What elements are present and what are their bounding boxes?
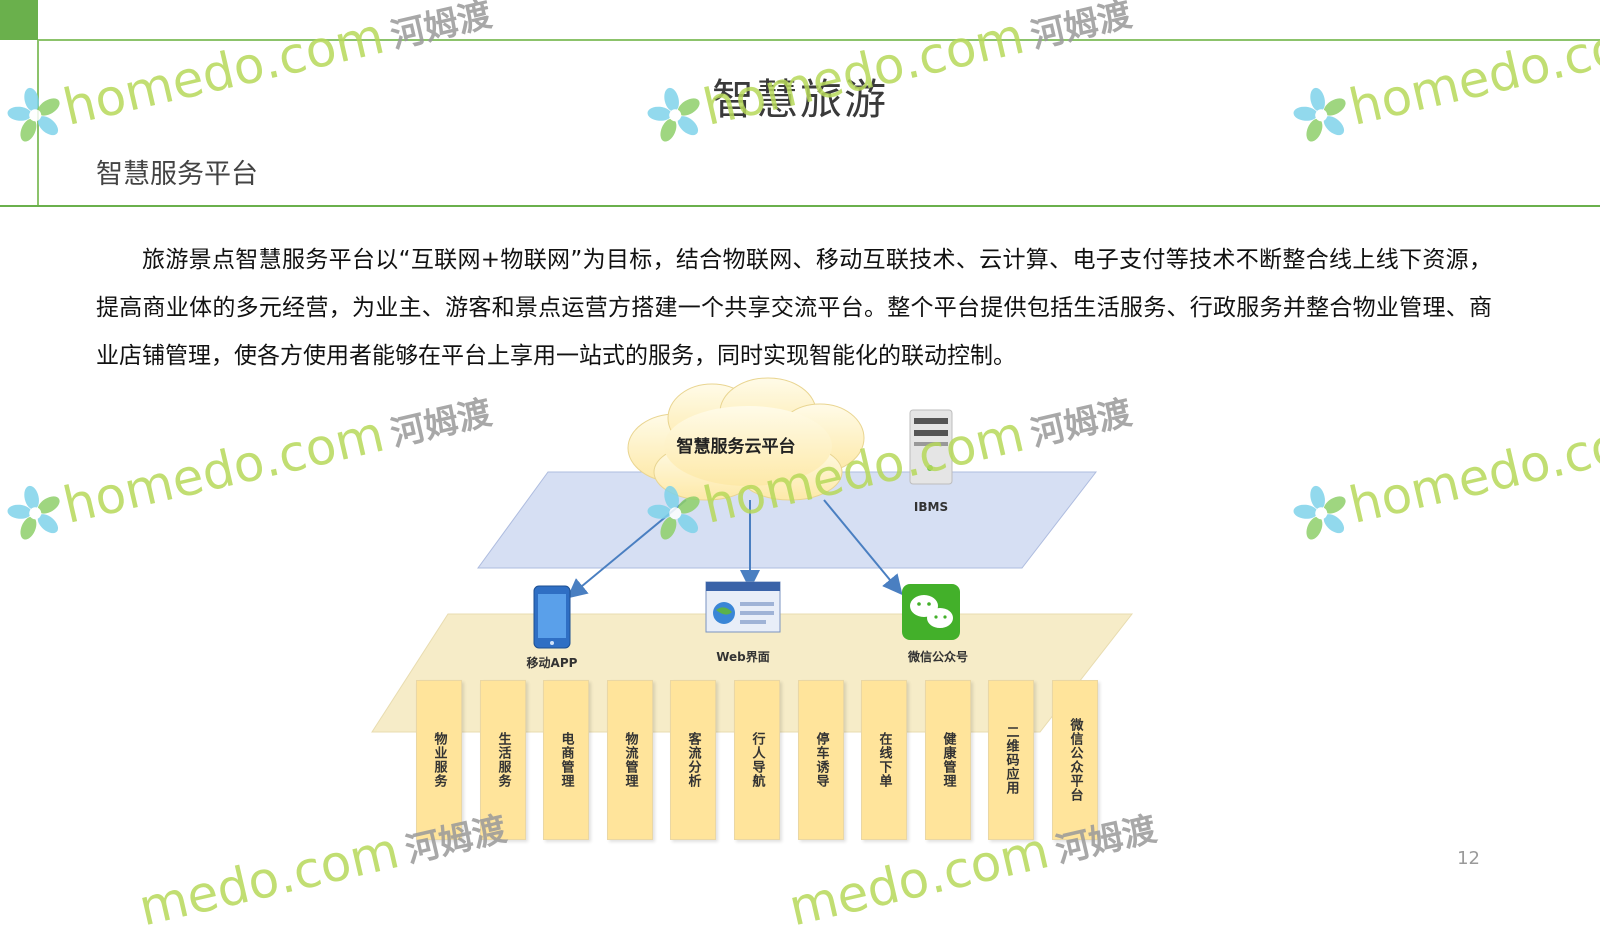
service-column: 电商管理 — [543, 680, 589, 840]
mobile-app-label: 移动APP — [526, 656, 578, 670]
service-column: 物业服务 — [416, 680, 462, 840]
service-column-label: 物业服务 — [431, 732, 447, 788]
service-column: 停车诱导 — [798, 680, 844, 840]
service-column-label: 物流管理 — [622, 732, 638, 788]
service-column: 微信公众平台 — [1052, 680, 1098, 840]
web-interface-label: Web界面 — [716, 650, 770, 664]
corner-accent-block — [0, 0, 38, 40]
server-icon — [909, 409, 953, 485]
body-paragraph: 旅游景点智慧服务平台以“互联网+物联网”为目标，结合物联网、移动互联技术、云计算… — [96, 247, 1492, 369]
top-divider — [38, 39, 1600, 41]
service-column: 生活服务 — [480, 680, 526, 840]
section-subtitle: 智慧服务平台 — [96, 159, 258, 190]
service-column: 物流管理 — [607, 680, 653, 840]
header-divider — [0, 205, 1600, 207]
page-title: 智慧旅游 — [711, 75, 888, 124]
service-column: 健康管理 — [925, 680, 971, 840]
service-column: 行人导航 — [734, 680, 780, 840]
mobile-phone-icon — [533, 585, 571, 649]
service-column: 客流分析 — [670, 680, 716, 840]
service-column: 二维码应用 — [988, 680, 1034, 840]
server-label: IBMS — [913, 500, 949, 514]
web-window-icon — [705, 581, 781, 633]
cloud-shape — [627, 377, 865, 501]
service-column-label: 生活服务 — [495, 732, 511, 788]
service-column-label: 在线下单 — [876, 732, 892, 788]
service-column: 在线下单 — [861, 680, 907, 840]
service-column-label: 二维码应用 — [1003, 725, 1019, 795]
service-column-label: 健康管理 — [940, 732, 956, 788]
service-column-label: 停车诱导 — [813, 732, 829, 788]
service-column-label: 行人导航 — [749, 732, 765, 788]
service-column-label: 电商管理 — [558, 732, 574, 788]
wechat-icon — [902, 584, 960, 640]
page-number: 12 — [1457, 848, 1480, 869]
cloud-platform-label: 智慧服务云平台 — [676, 437, 796, 457]
service-column-label: 微信公众平台 — [1067, 718, 1083, 802]
arrow-to-wechat — [823, 499, 903, 596]
wechat-account-label: 微信公众号 — [907, 650, 969, 664]
service-column-label: 客流分析 — [685, 732, 701, 788]
